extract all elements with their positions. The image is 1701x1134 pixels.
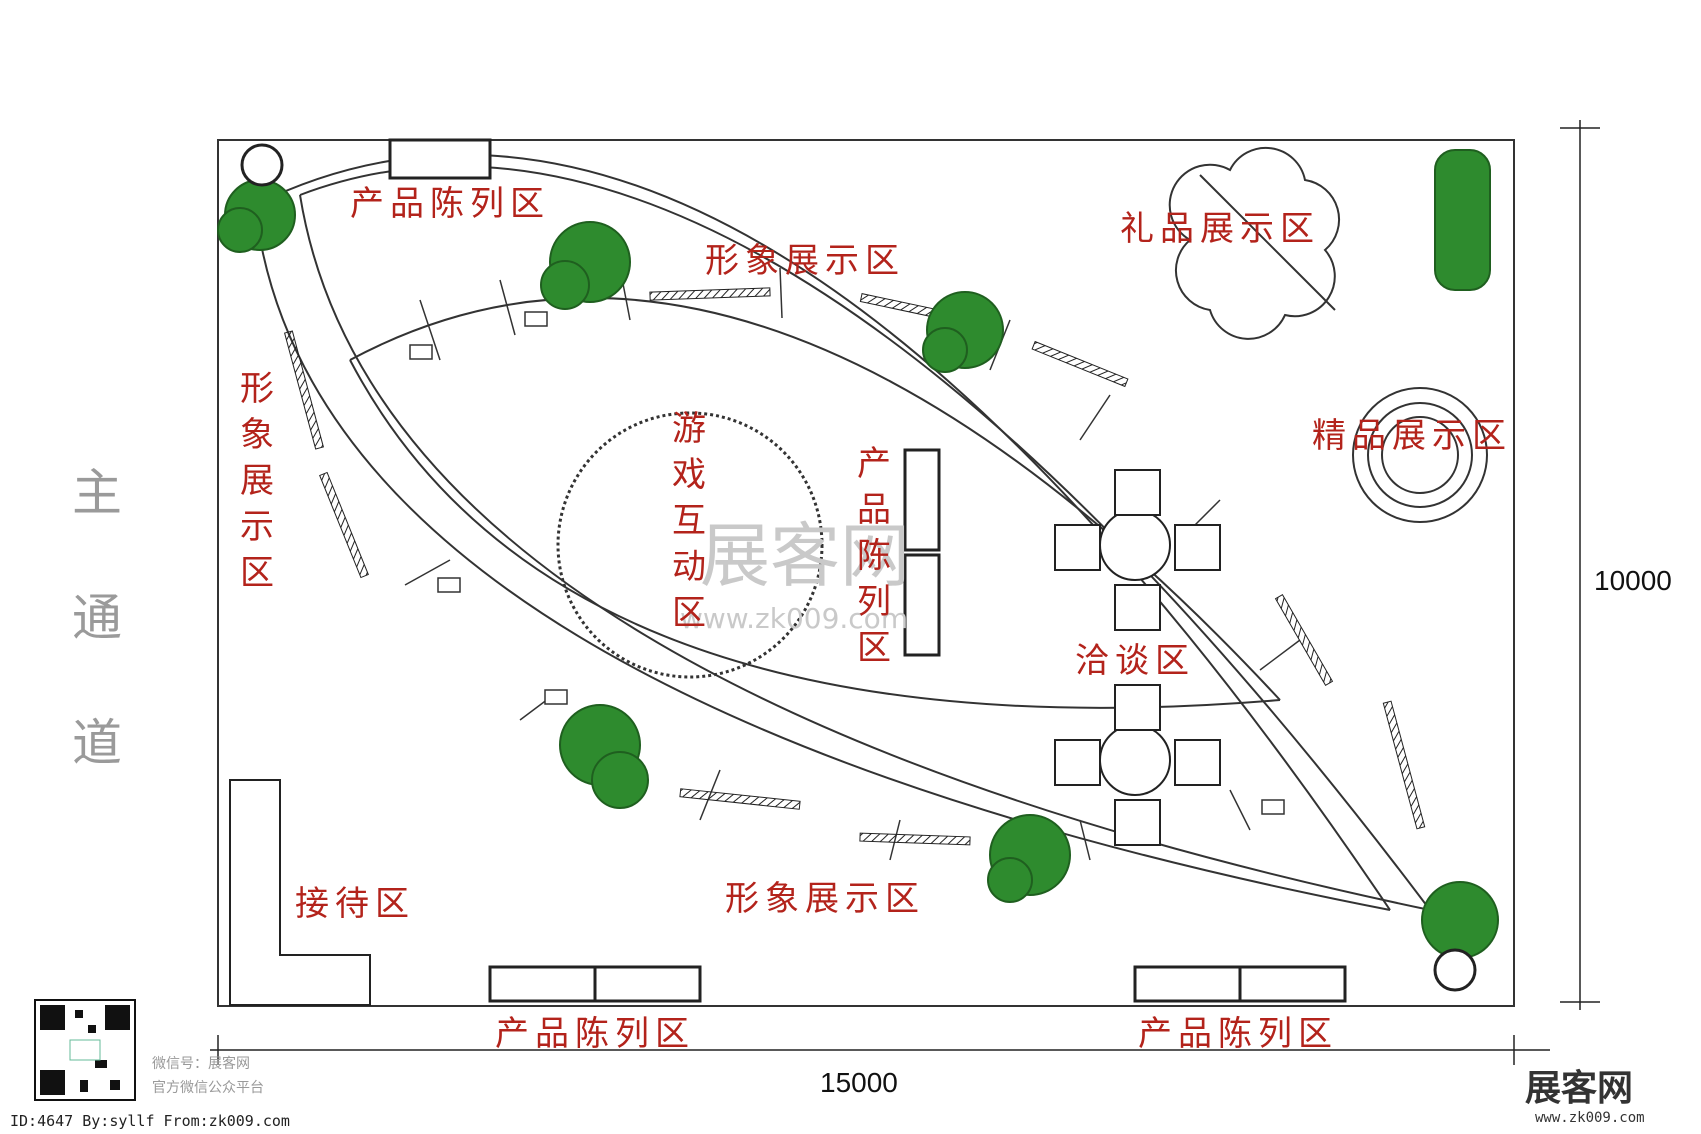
- zone-reception: 接待区: [295, 884, 415, 924]
- dimension-height: 10000: [1594, 565, 1672, 596]
- zone-game: 游 戏 互 动 区: [672, 409, 706, 633]
- negotiation-furniture: [1054, 469, 1221, 846]
- zone-product-top: 产品陈列区: [350, 184, 550, 224]
- zone-image-top: 形象展示区: [705, 241, 905, 281]
- zone-product-bottom-left: 产品陈列区: [495, 1014, 695, 1054]
- zone-negotiation: 洽谈区: [1075, 641, 1195, 681]
- watermark-url: www.zk009.com: [680, 602, 908, 635]
- svg-text:区: 区: [240, 553, 274, 593]
- svg-text:主: 主: [72, 464, 122, 522]
- svg-text:道: 道: [72, 714, 122, 772]
- gift-display-shape: [1168, 146, 1341, 340]
- svg-text:通: 通: [72, 589, 122, 647]
- site-logo: 展客网: [1525, 1068, 1633, 1109]
- dimension-width: 15000: [820, 1067, 898, 1098]
- counter-outlets: [409, 311, 1285, 815]
- display-benches: [388, 138, 1347, 1003]
- plant-icon: [987, 814, 1071, 903]
- svg-text:陈: 陈: [857, 536, 891, 576]
- zone-image-bottom: 形象展示区: [725, 879, 925, 919]
- svg-text:区: 区: [857, 628, 891, 668]
- svg-text:展: 展: [240, 461, 274, 501]
- planter-pots: [240, 143, 1477, 992]
- zone-product-bottom-right: 产品陈列区: [1138, 1014, 1338, 1054]
- svg-text:示: 示: [240, 507, 274, 547]
- plants: [217, 149, 1499, 959]
- wechat-label: 微信号：展客网: [152, 1055, 250, 1072]
- svg-text:形: 形: [240, 369, 274, 409]
- svg-text:动: 动: [672, 547, 706, 587]
- wechat-sub: 官方微信公众平台: [152, 1080, 264, 1096]
- svg-text:品: 品: [857, 490, 891, 530]
- zone-gift: 礼品展示区: [1120, 209, 1320, 249]
- svg-text:互: 互: [672, 501, 706, 541]
- svg-text:产: 产: [857, 444, 891, 484]
- main-aisle-label: 主 通 道: [72, 464, 122, 772]
- plant-icon: [922, 291, 1004, 373]
- plant-icon: [559, 704, 649, 809]
- svg-text:区: 区: [672, 593, 706, 633]
- booth-outline: [217, 139, 1515, 1007]
- plant-icon: [540, 221, 631, 310]
- zone-boutique: 精品展示区: [1312, 416, 1512, 456]
- svg-text:列: 列: [857, 582, 891, 622]
- qr-code-icon: [34, 999, 136, 1101]
- reception-desk: [229, 779, 371, 1006]
- bamboo-icon: [1434, 149, 1491, 291]
- site-logo-url: www.zk009.com: [1535, 1110, 1645, 1126]
- dimension-lines: [210, 120, 1600, 1065]
- svg-text:游: 游: [672, 409, 706, 449]
- plant-icon: [217, 179, 296, 253]
- watermark-logo: 展客网: [700, 515, 910, 597]
- zone-image-left: 形 象 展 示 区: [240, 369, 274, 593]
- boutique-showcase: [1352, 387, 1488, 523]
- plant-icon: [1421, 881, 1499, 959]
- svg-text:象: 象: [240, 415, 274, 455]
- game-area-circle: [556, 411, 824, 679]
- credit-line: ID:4647 By:syllf From:zk009.com: [10, 1112, 290, 1130]
- zone-product-center: 产 品 陈 列 区: [857, 444, 891, 668]
- svg-text:戏: 戏: [672, 455, 706, 495]
